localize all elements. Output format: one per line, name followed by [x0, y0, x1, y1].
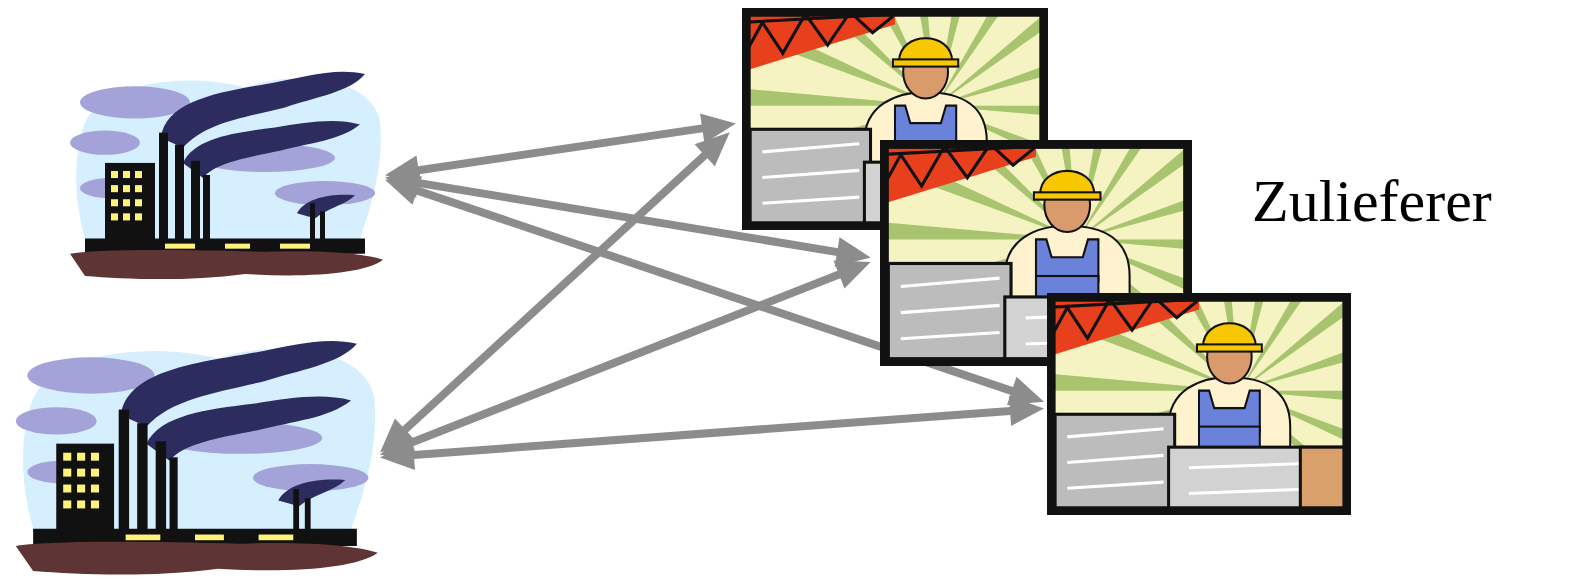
double-arrow: [380, 396, 1044, 470]
group-label: Zulieferer: [1252, 168, 1492, 234]
factory-icon: [10, 330, 380, 580]
arrow-head: [380, 440, 415, 470]
arrow-head: [385, 176, 422, 204]
supplier-worker-icon: [1047, 293, 1351, 515]
arrow-head: [834, 261, 871, 289]
supplier-node: [1047, 293, 1351, 515]
factory-node: [10, 330, 380, 580]
arrow-shaft: [412, 127, 709, 171]
double-arrow: [380, 132, 730, 452]
arrow-shaft: [407, 410, 1017, 455]
factory-node: [65, 62, 385, 284]
factory-icon: [65, 62, 385, 284]
arrow-head: [695, 132, 730, 166]
arrow-shaft: [400, 151, 710, 434]
arrow-head: [1009, 396, 1044, 426]
arrow-shaft: [405, 272, 845, 445]
